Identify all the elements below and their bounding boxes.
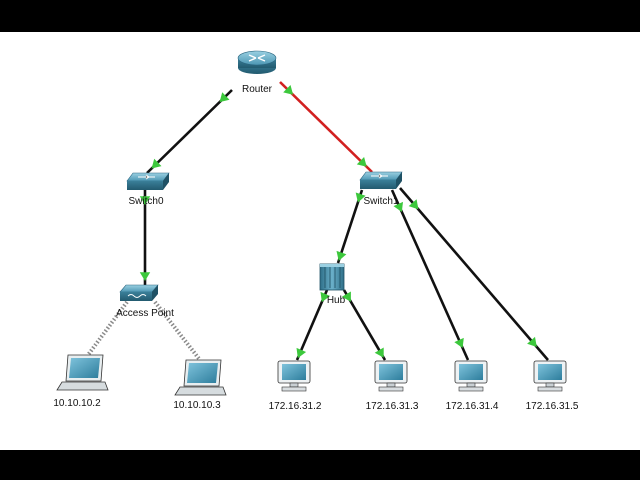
router-icon bbox=[237, 50, 277, 74]
switch-icon bbox=[126, 172, 170, 190]
port-status-icon bbox=[320, 291, 331, 303]
laptop-2-label: 10.10.10.3 bbox=[173, 400, 221, 411]
port-status-icon bbox=[151, 158, 162, 169]
access-point[interactable]: Access Point bbox=[116, 284, 174, 319]
port-status-icon bbox=[219, 92, 230, 103]
pc-icon bbox=[374, 360, 408, 392]
pc-3-label: 172.16.31.4 bbox=[446, 401, 499, 412]
switch-icon bbox=[359, 171, 403, 189]
laptop-icon bbox=[56, 354, 109, 391]
link-access-point-laptop1[interactable] bbox=[86, 300, 129, 357]
router[interactable]: Router bbox=[237, 50, 277, 95]
link-switch1-pc4[interactable] bbox=[399, 187, 549, 361]
pc-2[interactable]: 172.16.31.3 bbox=[366, 360, 419, 412]
pc-1[interactable]: 172.16.31.2 bbox=[269, 360, 322, 412]
router-label: Router bbox=[242, 84, 273, 95]
port-status-icon bbox=[454, 337, 464, 348]
link-router-switch0[interactable] bbox=[146, 89, 233, 174]
port-status-icon bbox=[139, 196, 151, 205]
port-status-icon bbox=[408, 199, 419, 210]
access-point-label: Access Point bbox=[116, 308, 174, 319]
port-status-icon bbox=[336, 250, 347, 261]
hub[interactable]: Hub bbox=[319, 263, 346, 306]
laptop-icon bbox=[174, 359, 227, 396]
laptop-1-label: 10.10.10.2 bbox=[53, 398, 101, 409]
switch1[interactable]: Switch1 bbox=[359, 171, 403, 207]
pc-3[interactable]: 172.16.31.4 bbox=[446, 360, 499, 412]
pc-icon bbox=[277, 360, 311, 392]
link-switch1-pc3[interactable] bbox=[390, 189, 470, 361]
link-hub-pc2[interactable] bbox=[342, 289, 387, 361]
switch0-label: Switch0 bbox=[128, 196, 163, 207]
switch0[interactable]: Switch0 bbox=[126, 172, 170, 207]
port-status-icon bbox=[393, 201, 403, 212]
topology-canvas[interactable] bbox=[0, 32, 640, 450]
hub-icon bbox=[319, 263, 345, 291]
port-status-icon bbox=[374, 347, 384, 358]
switch1-label: Switch1 bbox=[363, 196, 398, 207]
link-router-switch1[interactable] bbox=[279, 81, 373, 173]
port-status-icon bbox=[355, 192, 366, 203]
laptop-2[interactable]: 10.10.10.3 bbox=[173, 359, 227, 411]
pc-4[interactable]: 172.16.31.5 bbox=[526, 360, 579, 412]
pc-4-label: 172.16.31.5 bbox=[526, 401, 579, 412]
hub-label: Hub bbox=[327, 295, 346, 306]
access-point-icon bbox=[119, 284, 159, 301]
port-status-icon bbox=[139, 272, 151, 281]
pc-1-label: 172.16.31.2 bbox=[269, 401, 322, 412]
port-status-icon bbox=[341, 291, 351, 302]
pc-icon bbox=[533, 360, 567, 392]
links-layer bbox=[86, 81, 549, 362]
port-status-icon bbox=[356, 157, 367, 167]
port-status-icon bbox=[283, 85, 294, 95]
pc-2-label: 172.16.31.3 bbox=[366, 401, 419, 412]
port-status-icon bbox=[296, 347, 307, 359]
port-status-icon bbox=[527, 336, 537, 347]
laptop-1[interactable]: 10.10.10.2 bbox=[53, 354, 109, 409]
pc-icon bbox=[454, 360, 488, 392]
